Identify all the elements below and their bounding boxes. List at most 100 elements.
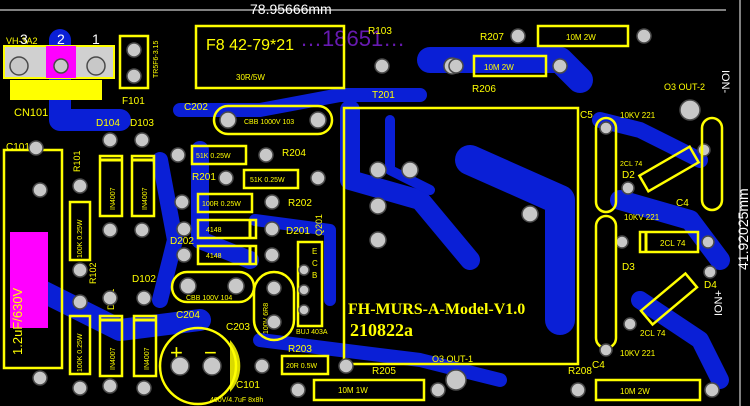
c101-elec-value: 400V/4.7uF 8x8h — [210, 397, 263, 404]
c203-value: 100V 6R8 — [263, 303, 270, 334]
d101-value: IN4007 — [110, 347, 117, 370]
capacitor-c4-bottom: 10KV 221 C4 — [592, 214, 656, 371]
cn101-pin1: 1 — [92, 31, 100, 47]
d3-ref: D3 — [622, 262, 635, 273]
transformer-t201: T201 FH-MURS-A-Model-V1.0 210822a — [342, 90, 580, 366]
d202-value: 4148 — [206, 253, 222, 260]
r204-value: 51K 0.25W — [196, 153, 231, 160]
out1-label: O3 OUT-1 — [432, 354, 473, 364]
resistor-r101: 100K 0.25W R101 — [68, 150, 92, 278]
q201-pin-b: B — [312, 271, 317, 280]
connector-cn101: VH-3A2 CN101 3 2 1 — [3, 31, 115, 119]
out2-label: O3 OUT-2 — [664, 82, 705, 92]
c204-ref: C204 — [176, 310, 200, 321]
r202-value: 100R 0.25W — [202, 201, 241, 208]
cn101-top-label: VH-3A2 — [6, 36, 38, 46]
c101-elec-ref: C101 — [236, 380, 260, 391]
c204-value: CBB 100V 104 — [186, 295, 232, 302]
resistor-r207: 10M 2W R207 — [480, 24, 652, 48]
r101-value: 100K 0.25W — [77, 219, 84, 258]
r201-ref: R201 — [192, 172, 216, 183]
c4-top-value: 10KV 221 — [624, 213, 660, 222]
r103-rating: 30R/5W — [236, 73, 265, 82]
d103-ref: D103 — [130, 118, 154, 129]
diode-d201: 4148 D201 — [176, 218, 310, 240]
cn101-pin2: 2 — [57, 31, 65, 47]
c101-film-ref: C101 — [6, 142, 30, 153]
r101-ref: R101 — [72, 150, 82, 172]
diode-d101: IN4007 D101 — [98, 288, 124, 394]
output-out1: O3 OUT-1 — [432, 354, 473, 391]
transistor-q201: Q201 E C B BUJ 403A — [296, 214, 328, 336]
c203-ref: C203 — [226, 322, 250, 333]
resistor-r203: 20R 0.5W R203 — [254, 344, 354, 376]
fuse-f101: TR5F6-3.15 F101 — [118, 34, 160, 107]
diode-d2: 2CL 74 D2 — [620, 143, 711, 195]
r205-ref: R205 — [372, 366, 396, 377]
width-dimension-label: 78.95666mm — [250, 1, 332, 17]
capacitor-c204: CBB 100V 104 C204 — [170, 270, 256, 321]
d104-value: IN4007 — [110, 187, 117, 210]
d102-ref: D102 — [132, 274, 156, 285]
diode-d3: 2CL 74 D3 — [615, 230, 715, 273]
diode-d202: 4148 D202 — [170, 236, 280, 266]
resistor-r202: 100R 0.25W R202 — [174, 192, 312, 214]
q201-pin-c: C — [312, 259, 318, 268]
c4-bottom-value: 10KV 221 — [620, 349, 656, 358]
resistor-r206: 10M 2W R206 — [448, 54, 568, 95]
r206-value: 10M 2W — [484, 63, 514, 72]
diode-d4: D4 2CL 74 — [623, 265, 717, 338]
capacitor-c203: 100V 6R8 C203 — [226, 270, 296, 342]
ion-plus-label: ION+ — [713, 290, 725, 316]
capacitor-c5: C5 10KV 221 — [580, 110, 656, 214]
r203-value: 20R 0.5W — [286, 363, 318, 370]
watermark-text: …18651… — [300, 26, 405, 51]
r103-ref: R103 — [368, 26, 392, 37]
r203-ref: R203 — [288, 344, 312, 355]
r201-value: 51K 0.25W — [250, 177, 285, 184]
r206-ref: R206 — [472, 84, 496, 95]
d102-value: IN4007 — [144, 347, 151, 370]
d4-value: 2CL 74 — [640, 329, 666, 338]
f101-ref: F101 — [122, 96, 145, 107]
capacitor-c101-film: C101 1.2uF/630V — [2, 140, 64, 386]
terminal-ion-minus: ION- — [719, 70, 731, 94]
d2-ref: D2 — [622, 170, 635, 181]
capacitor-c101-electrolytic: + − C101 400V/4.7uF 8x8h — [158, 326, 263, 406]
resistor-r201: 51K 0.25W R201 — [192, 168, 326, 190]
r208-ref: R208 — [568, 366, 592, 377]
diode-d102: IN4007 D102 — [132, 274, 158, 396]
r208-value: 10M 2W — [620, 387, 650, 396]
output-out2: O3 OUT-2 — [664, 82, 705, 121]
d4-ref: D4 — [704, 280, 717, 291]
f101-value: TR5F6-3.15 — [153, 41, 160, 78]
d103-value: IN4007 — [142, 187, 149, 210]
capacitor-c4-top: C4 10KV 221 — [624, 116, 724, 222]
c202-value: CBB 1000V 103 — [244, 119, 294, 126]
cn101-ref: CN101 — [14, 107, 48, 119]
capacitor-c202: CBB 1000V 103 C202 — [184, 102, 334, 136]
resistor-r204: 51K 0.25W R204 — [170, 144, 306, 166]
q201-value: BUJ 403A — [296, 329, 328, 336]
resistor-r102: 100K 0.25W R102 — [68, 262, 98, 396]
board-date-label: 210822a — [350, 320, 413, 340]
r207-ref: R207 — [480, 32, 504, 43]
diode-d103: IN4007 D103 — [130, 118, 156, 238]
r103-value: F8 42-79*21 — [206, 37, 294, 54]
r207-value: 10M 2W — [566, 33, 596, 42]
d201-ref: D201 — [286, 226, 310, 237]
r102-value: 100K 0.25W — [77, 333, 84, 372]
resistor-r103-box: F8 42-79*21 30R/5W R103 — [194, 24, 461, 90]
d2-value: 2CL 74 — [620, 161, 642, 168]
ion-minus-label: ION- — [719, 70, 731, 94]
cn101-pin3: 3 — [20, 31, 28, 47]
d3-value: 2CL 74 — [660, 239, 686, 248]
t201-ref: T201 — [372, 90, 395, 101]
height-dimension-label: 41.92025mm — [735, 188, 750, 270]
resistor-r205: 10M 1W R205 — [290, 366, 446, 402]
terminal-ion-plus: ION+ — [713, 290, 725, 316]
resistor-r208: 10M 2W R208 — [568, 366, 720, 402]
q201-ref: Q201 — [314, 214, 324, 236]
